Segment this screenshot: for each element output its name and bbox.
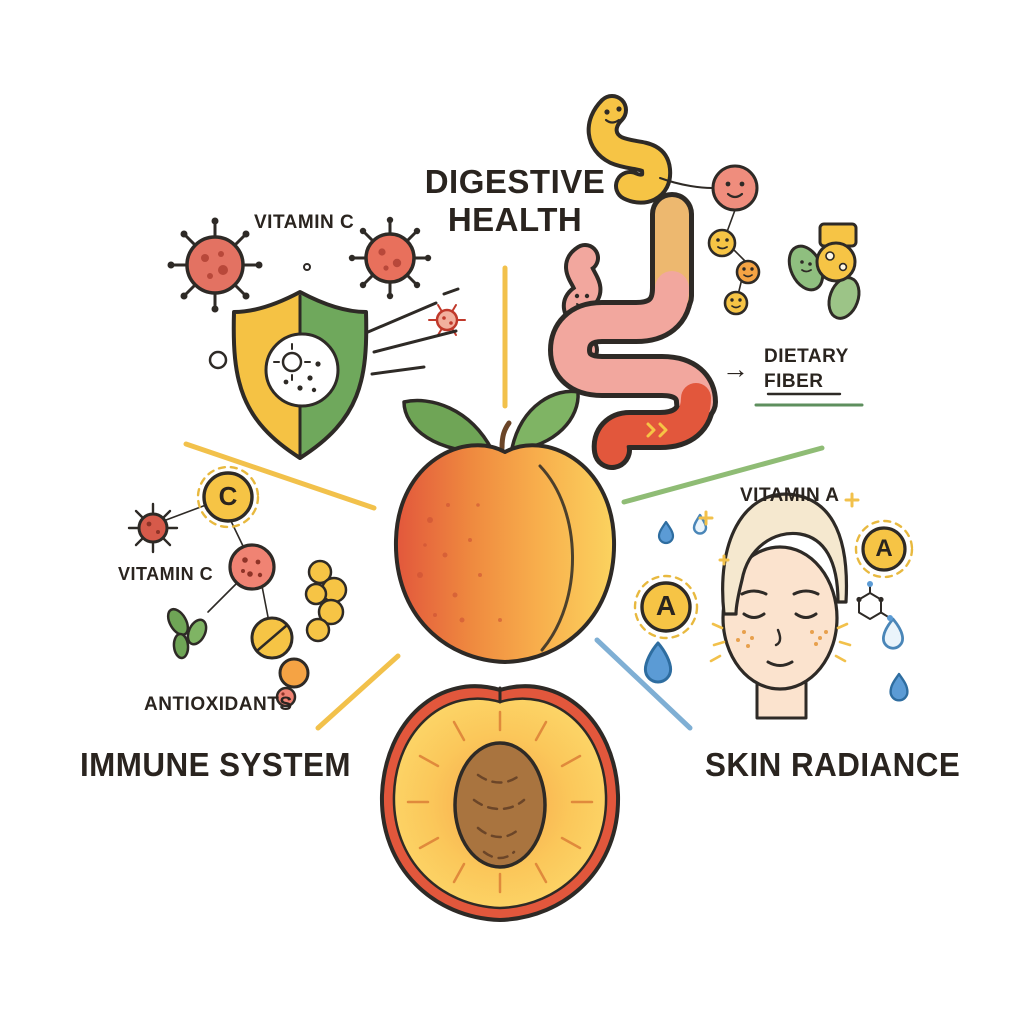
speed-lines (366, 287, 460, 376)
probiotic-worm-icon (586, 94, 673, 205)
vitamin-a-badge-icon (633, 574, 699, 640)
vitamin-a-badge-letter-right: A (875, 535, 893, 562)
connector-lines (183, 265, 825, 731)
digestive-title-line1: DIGESTIVE (424, 163, 606, 200)
glow-dashes (709, 622, 852, 663)
digestive-cluster (548, 94, 864, 470)
pit-texture (472, 773, 526, 860)
vitamin-c-side-label: VITAMIN C (118, 564, 214, 584)
leaf-icons (166, 607, 208, 660)
fiber-food-icon (787, 222, 861, 320)
antioxidants-label: ANTIOXIDANTS (144, 694, 293, 715)
antioxidant-cluster (127, 465, 348, 708)
worm-to-microbe-line (659, 177, 713, 189)
sparkle-icons (698, 492, 860, 566)
vitamin-c-badge-letter: C (218, 481, 238, 511)
small-virus-icon (428, 304, 466, 336)
vitamin-c-badge-icon (196, 465, 260, 529)
dot-icon (303, 263, 311, 271)
peach-pit (453, 741, 547, 869)
arrow-right-icon: → (722, 354, 749, 384)
dietary-fiber-line2: FIBER (764, 371, 824, 392)
connector-skin (594, 637, 693, 731)
digestive-title-line2: HEALTH (447, 201, 583, 238)
flesh-rays (406, 710, 594, 894)
molecule-icon (856, 581, 893, 621)
virus-icon (167, 217, 263, 313)
microbe-chain-icons (707, 228, 761, 316)
vitamin-a-badge-letter-left: A (655, 590, 677, 621)
immune-system-heading: IMMUNE SYSTEM (80, 746, 351, 783)
vitamin-c-top-label: VITAMIN C (254, 212, 355, 233)
antioxidant-berry-icon (275, 686, 297, 708)
immune-cluster (127, 216, 466, 708)
nutrient-circle-icon (278, 657, 310, 689)
intestine-icon (548, 192, 718, 470)
freckles (736, 630, 828, 648)
peach-speckles (417, 503, 502, 623)
digestive-health-title: DIGESTIVE HEALTH (385, 163, 645, 239)
peach-half-with-pit-icon (379, 684, 621, 922)
antioxidant-berry-icon (228, 543, 276, 591)
dietary-fiber-line1: DIETARY (764, 346, 849, 367)
connector-immune (315, 653, 401, 731)
connector-fiber (621, 445, 825, 505)
nutrient-circle-icon (250, 616, 294, 660)
shield-icon (231, 287, 460, 460)
virus-icon (348, 216, 432, 300)
skin-cluster (633, 492, 914, 720)
whole-peach-icon (393, 389, 617, 664)
dot-circle-icon (208, 350, 228, 370)
connector-shield (183, 441, 377, 511)
berry-cluster-icon (304, 559, 348, 643)
dietary-fiber-label: DIETARY FIBER (764, 344, 849, 394)
small-virus-icon (127, 502, 179, 554)
face-icon (709, 492, 852, 720)
vitamin-a-label: VITAMIN A (740, 485, 840, 506)
gut-microbe-icon (711, 164, 759, 212)
vitamin-a-badge-icon (854, 519, 914, 579)
water-drop-icons (643, 513, 909, 702)
skin-radiance-heading: SKIN RADIANCE (705, 746, 961, 783)
